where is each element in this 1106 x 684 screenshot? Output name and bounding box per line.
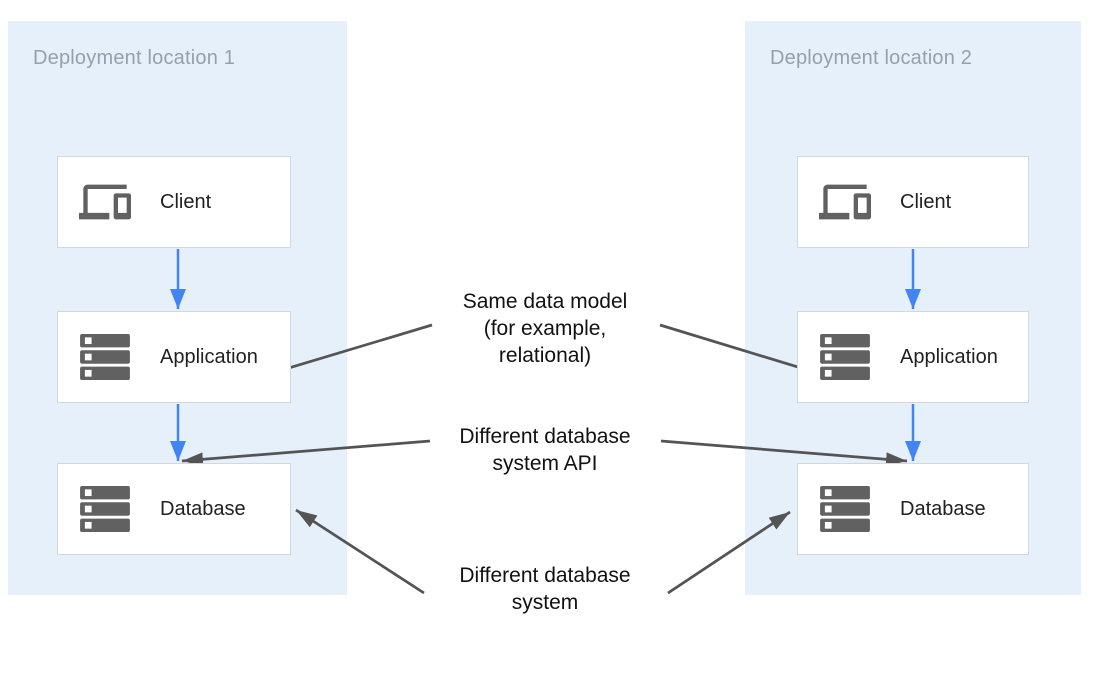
application-label: Application (160, 345, 258, 368)
client-box-1: Client (57, 156, 291, 248)
zone-1-title: Deployment location 1 (33, 47, 236, 69)
devices-icon (74, 176, 136, 228)
annotation-same-data-model: Same data model (for example, relational… (395, 288, 695, 369)
annotation-line: Same data model (462, 290, 628, 313)
server-stack-icon (814, 486, 876, 532)
database-box-2: Database (797, 463, 1029, 555)
application-box-1: Application (57, 311, 291, 403)
annotation-different-database-system: Different database system (395, 562, 695, 616)
annotation-line: system API (492, 452, 598, 475)
client-label: Client (160, 190, 212, 213)
annotation-line: (for example, (483, 317, 607, 340)
annotation-line: Different database (459, 564, 631, 587)
server-stack-icon (74, 334, 136, 380)
annotation-line: Different database (459, 425, 631, 448)
database-label: Database (160, 497, 246, 520)
application-box-2: Application (797, 311, 1029, 403)
annotation-line: relational) (498, 344, 592, 367)
devices-icon (814, 176, 876, 228)
database-label: Database (900, 497, 986, 520)
client-box-2: Client (797, 156, 1029, 248)
server-stack-icon (74, 486, 136, 532)
annotation-line: system (511, 591, 579, 614)
zone-2-title: Deployment location 2 (770, 47, 973, 69)
database-box-1: Database (57, 463, 291, 555)
client-label: Client (900, 190, 952, 213)
server-stack-icon (814, 334, 876, 380)
annotation-different-database-system-api: Different database system API (395, 423, 695, 477)
application-label: Application (900, 345, 998, 368)
